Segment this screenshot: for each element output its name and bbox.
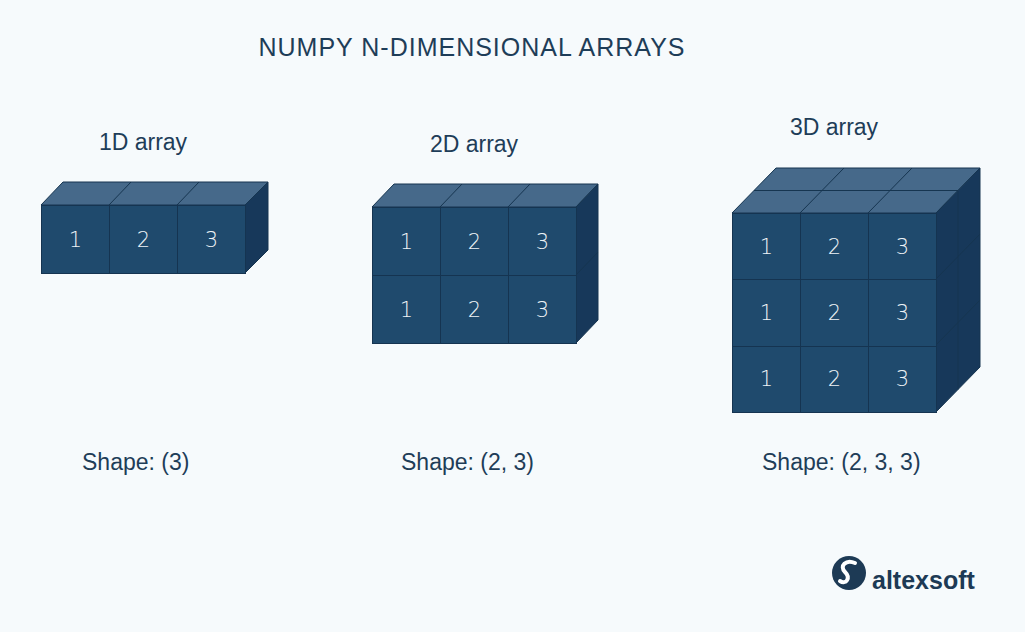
shape-label: Shape: (2, 3, 3)	[762, 449, 921, 476]
array-cell: 1	[372, 275, 441, 344]
array-cell: 2	[800, 279, 869, 346]
cell-value: 2	[828, 301, 841, 325]
array-cell: 2	[440, 275, 509, 344]
shape-label: Shape: (2, 3)	[401, 449, 534, 476]
cell-value: 1	[400, 298, 413, 322]
cell-value: 3	[896, 301, 909, 325]
array-cell: 3	[508, 207, 577, 276]
array-cell: 1	[41, 205, 110, 274]
array-cell: 2	[440, 207, 509, 276]
cell-value: 3	[205, 228, 218, 252]
cell-value: 3	[536, 298, 549, 322]
array-cell: 3	[868, 279, 937, 346]
array-cell: 3	[508, 275, 577, 344]
logo-text: altexsoft	[872, 566, 975, 595]
cell-value: 2	[137, 228, 150, 252]
cell-value: 3	[896, 235, 909, 259]
cell-value: 1	[400, 230, 413, 254]
array-heading: 1D array	[99, 129, 187, 156]
array-cell: 1	[372, 207, 441, 276]
array-cell: 3	[868, 213, 937, 280]
cell-value: 3	[896, 367, 909, 391]
array-cell: 1	[732, 213, 801, 280]
array-block: 3D array123123123	[732, 213, 936, 412]
array-cell: 2	[800, 213, 869, 280]
array-cell: 3	[868, 346, 937, 413]
cell-value: 2	[828, 367, 841, 391]
shape-label: Shape: (3)	[82, 449, 189, 476]
cell-value: 2	[468, 230, 481, 254]
cell-value: 2	[468, 298, 481, 322]
array-cell: 1	[732, 346, 801, 413]
array-cell: 3	[177, 205, 246, 274]
array-block: 2D array123123	[372, 207, 576, 343]
array-heading: 3D array	[790, 114, 878, 141]
array-block: 1D array123	[41, 205, 245, 273]
diagram-title: NUMPY N-DIMENSIONAL ARRAYS	[258, 33, 685, 62]
array-cell: 2	[800, 346, 869, 413]
cell-value: 1	[760, 301, 773, 325]
array-heading: 2D array	[430, 131, 518, 158]
cell-value: 1	[760, 235, 773, 259]
array-cell: 2	[109, 205, 178, 274]
cell-value: 1	[760, 367, 773, 391]
cell-value: 2	[828, 235, 841, 259]
cell-value: 3	[536, 230, 549, 254]
cell-value: 1	[69, 228, 82, 252]
array-cell: 1	[732, 279, 801, 346]
